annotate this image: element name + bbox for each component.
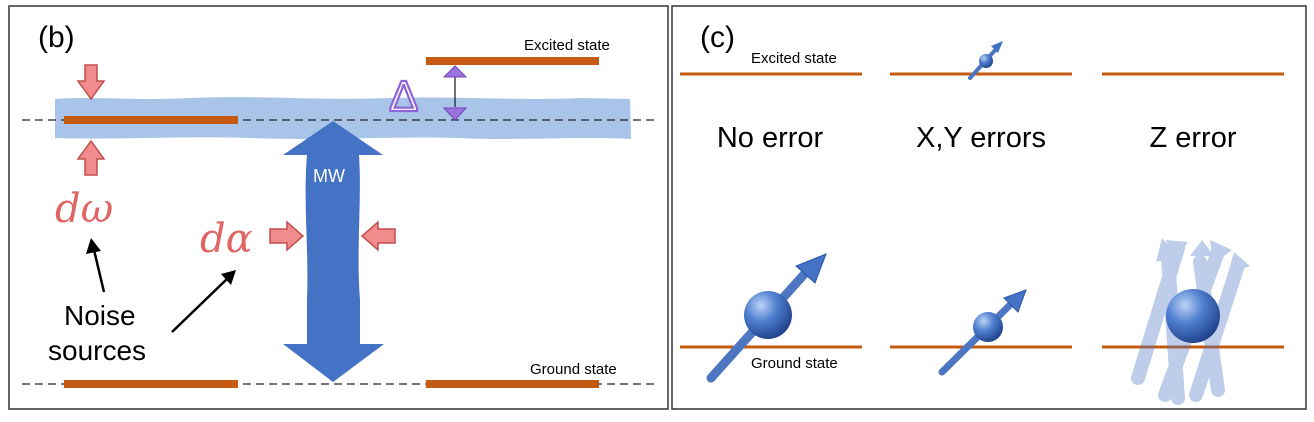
delta-symbol: Δ (389, 72, 418, 121)
xy-errors-title: X,Y errors (916, 122, 1046, 154)
energy-band (55, 97, 631, 139)
noise-arrow-top (76, 64, 106, 101)
panel-b-label: (b) (38, 21, 75, 54)
ground-level-bar-left (64, 380, 238, 388)
excited-level-bar (426, 57, 599, 65)
panel-c: (c) Excited state Ground state No error … (680, 21, 1284, 405)
noise-sources-label-line2: sources (48, 335, 146, 366)
d-alpha-label: dα (200, 216, 253, 262)
excited-state-label-c: Excited state (751, 50, 837, 67)
noise-sources-label-line1: Noise (64, 300, 136, 331)
panel-c-label: (c) (700, 21, 735, 54)
spin-z-error (1131, 238, 1250, 405)
ground-state-label-c: Ground state (751, 355, 838, 372)
panel-b: (b) Excited state Ground state Δ MW dω d… (22, 21, 655, 388)
mw-drive-arrow (283, 121, 384, 382)
panel-c-frame (671, 5, 1307, 410)
pointer-arrow-to-d-omega (86, 238, 106, 293)
noise-arrow-bottom (76, 139, 106, 176)
noise-arrow-mw-left (269, 220, 305, 252)
detuning-arrow (442, 65, 468, 121)
no-error-title: No error (717, 122, 824, 154)
pointer-arrow-to-d-alpha (171, 270, 236, 333)
mw-label: MW (313, 166, 345, 186)
excited-state-label-b: Excited state (524, 37, 610, 54)
d-omega-label: dω (55, 186, 113, 232)
ground-level-bar-right (426, 380, 599, 388)
spin-xy-error-excited (968, 41, 1003, 80)
spin-xy-error-ground (938, 289, 1027, 376)
ground-state-label-b: Ground state (530, 361, 617, 378)
panel-b-frame (8, 5, 669, 410)
z-error-title: Z error (1150, 122, 1237, 154)
spin-no-error (706, 253, 827, 383)
qubit-level-bar (64, 116, 238, 124)
noise-arrow-mw-right (360, 220, 396, 252)
